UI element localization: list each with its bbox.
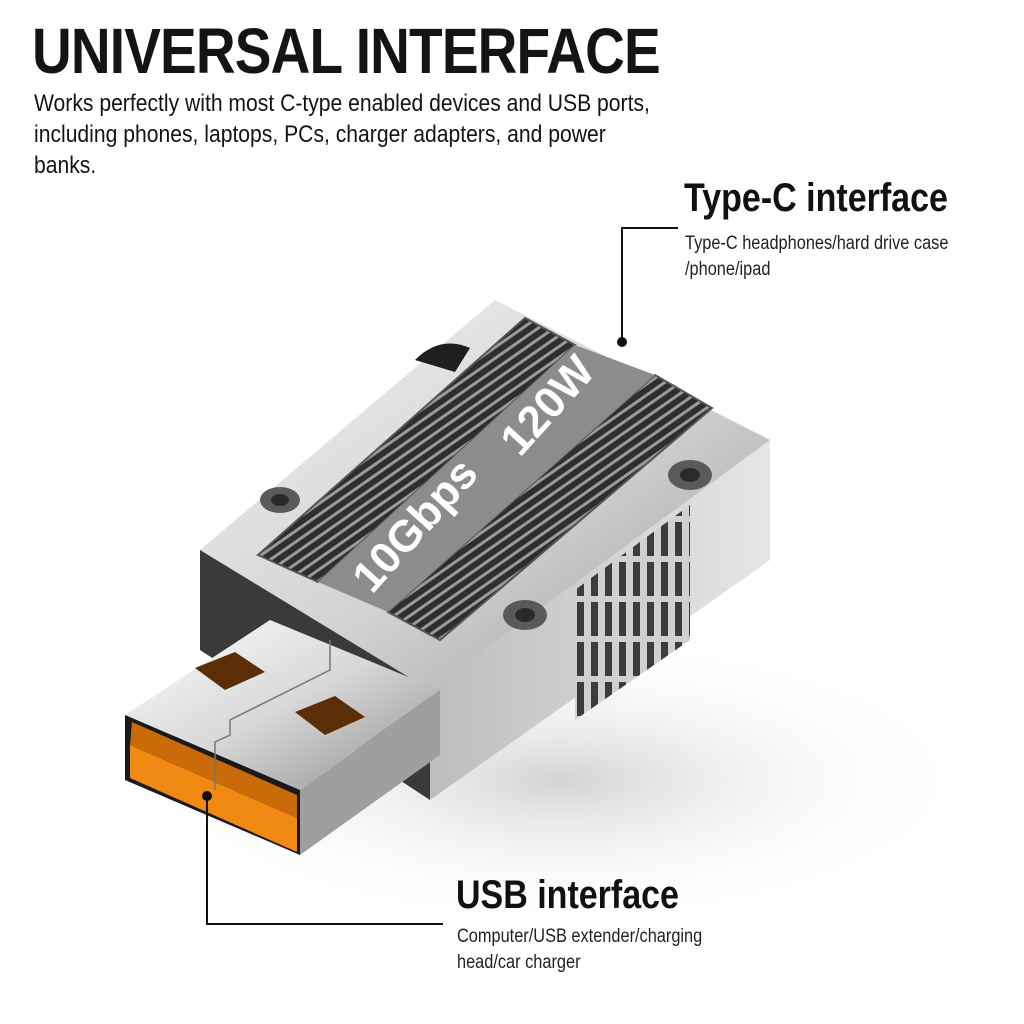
usb-callout-desc-line1: Computer/USB extender/charging <box>457 926 703 947</box>
type-c-callout-desc-line2: /phone/ipad <box>685 259 771 280</box>
usb-callout-dot <box>202 791 212 801</box>
usb-plug-side <box>300 690 440 855</box>
usb-callout-title: USB interface <box>456 873 679 917</box>
vent-grille <box>575 505 690 720</box>
screw-icon <box>503 600 547 630</box>
type-c-callout-desc-line1: Type-C headphones/hard drive case <box>685 233 949 254</box>
usb-plug-hole <box>195 652 265 690</box>
screw-icon <box>260 487 300 513</box>
page-description: Works perfectly with most C-type enabled… <box>34 90 650 179</box>
type-c-callout-title: Type-C interface <box>684 176 948 220</box>
notch-slot <box>415 343 470 372</box>
type-c-callout-dot <box>617 337 627 347</box>
type-c-callout-line <box>621 227 678 342</box>
page-title: UNIVERSAL INTERFACE <box>32 15 661 87</box>
usb-plug-top <box>125 620 440 790</box>
screw-icon <box>668 460 712 490</box>
usb-callout-line <box>206 796 443 925</box>
usb-plug-hole <box>295 696 365 735</box>
label-band <box>318 345 655 612</box>
usb-plug-seam <box>214 640 331 790</box>
usb-tongue-top <box>130 722 297 818</box>
usb-tongue <box>130 745 297 852</box>
usb-callout-desc-line2: head/car charger <box>457 952 581 973</box>
